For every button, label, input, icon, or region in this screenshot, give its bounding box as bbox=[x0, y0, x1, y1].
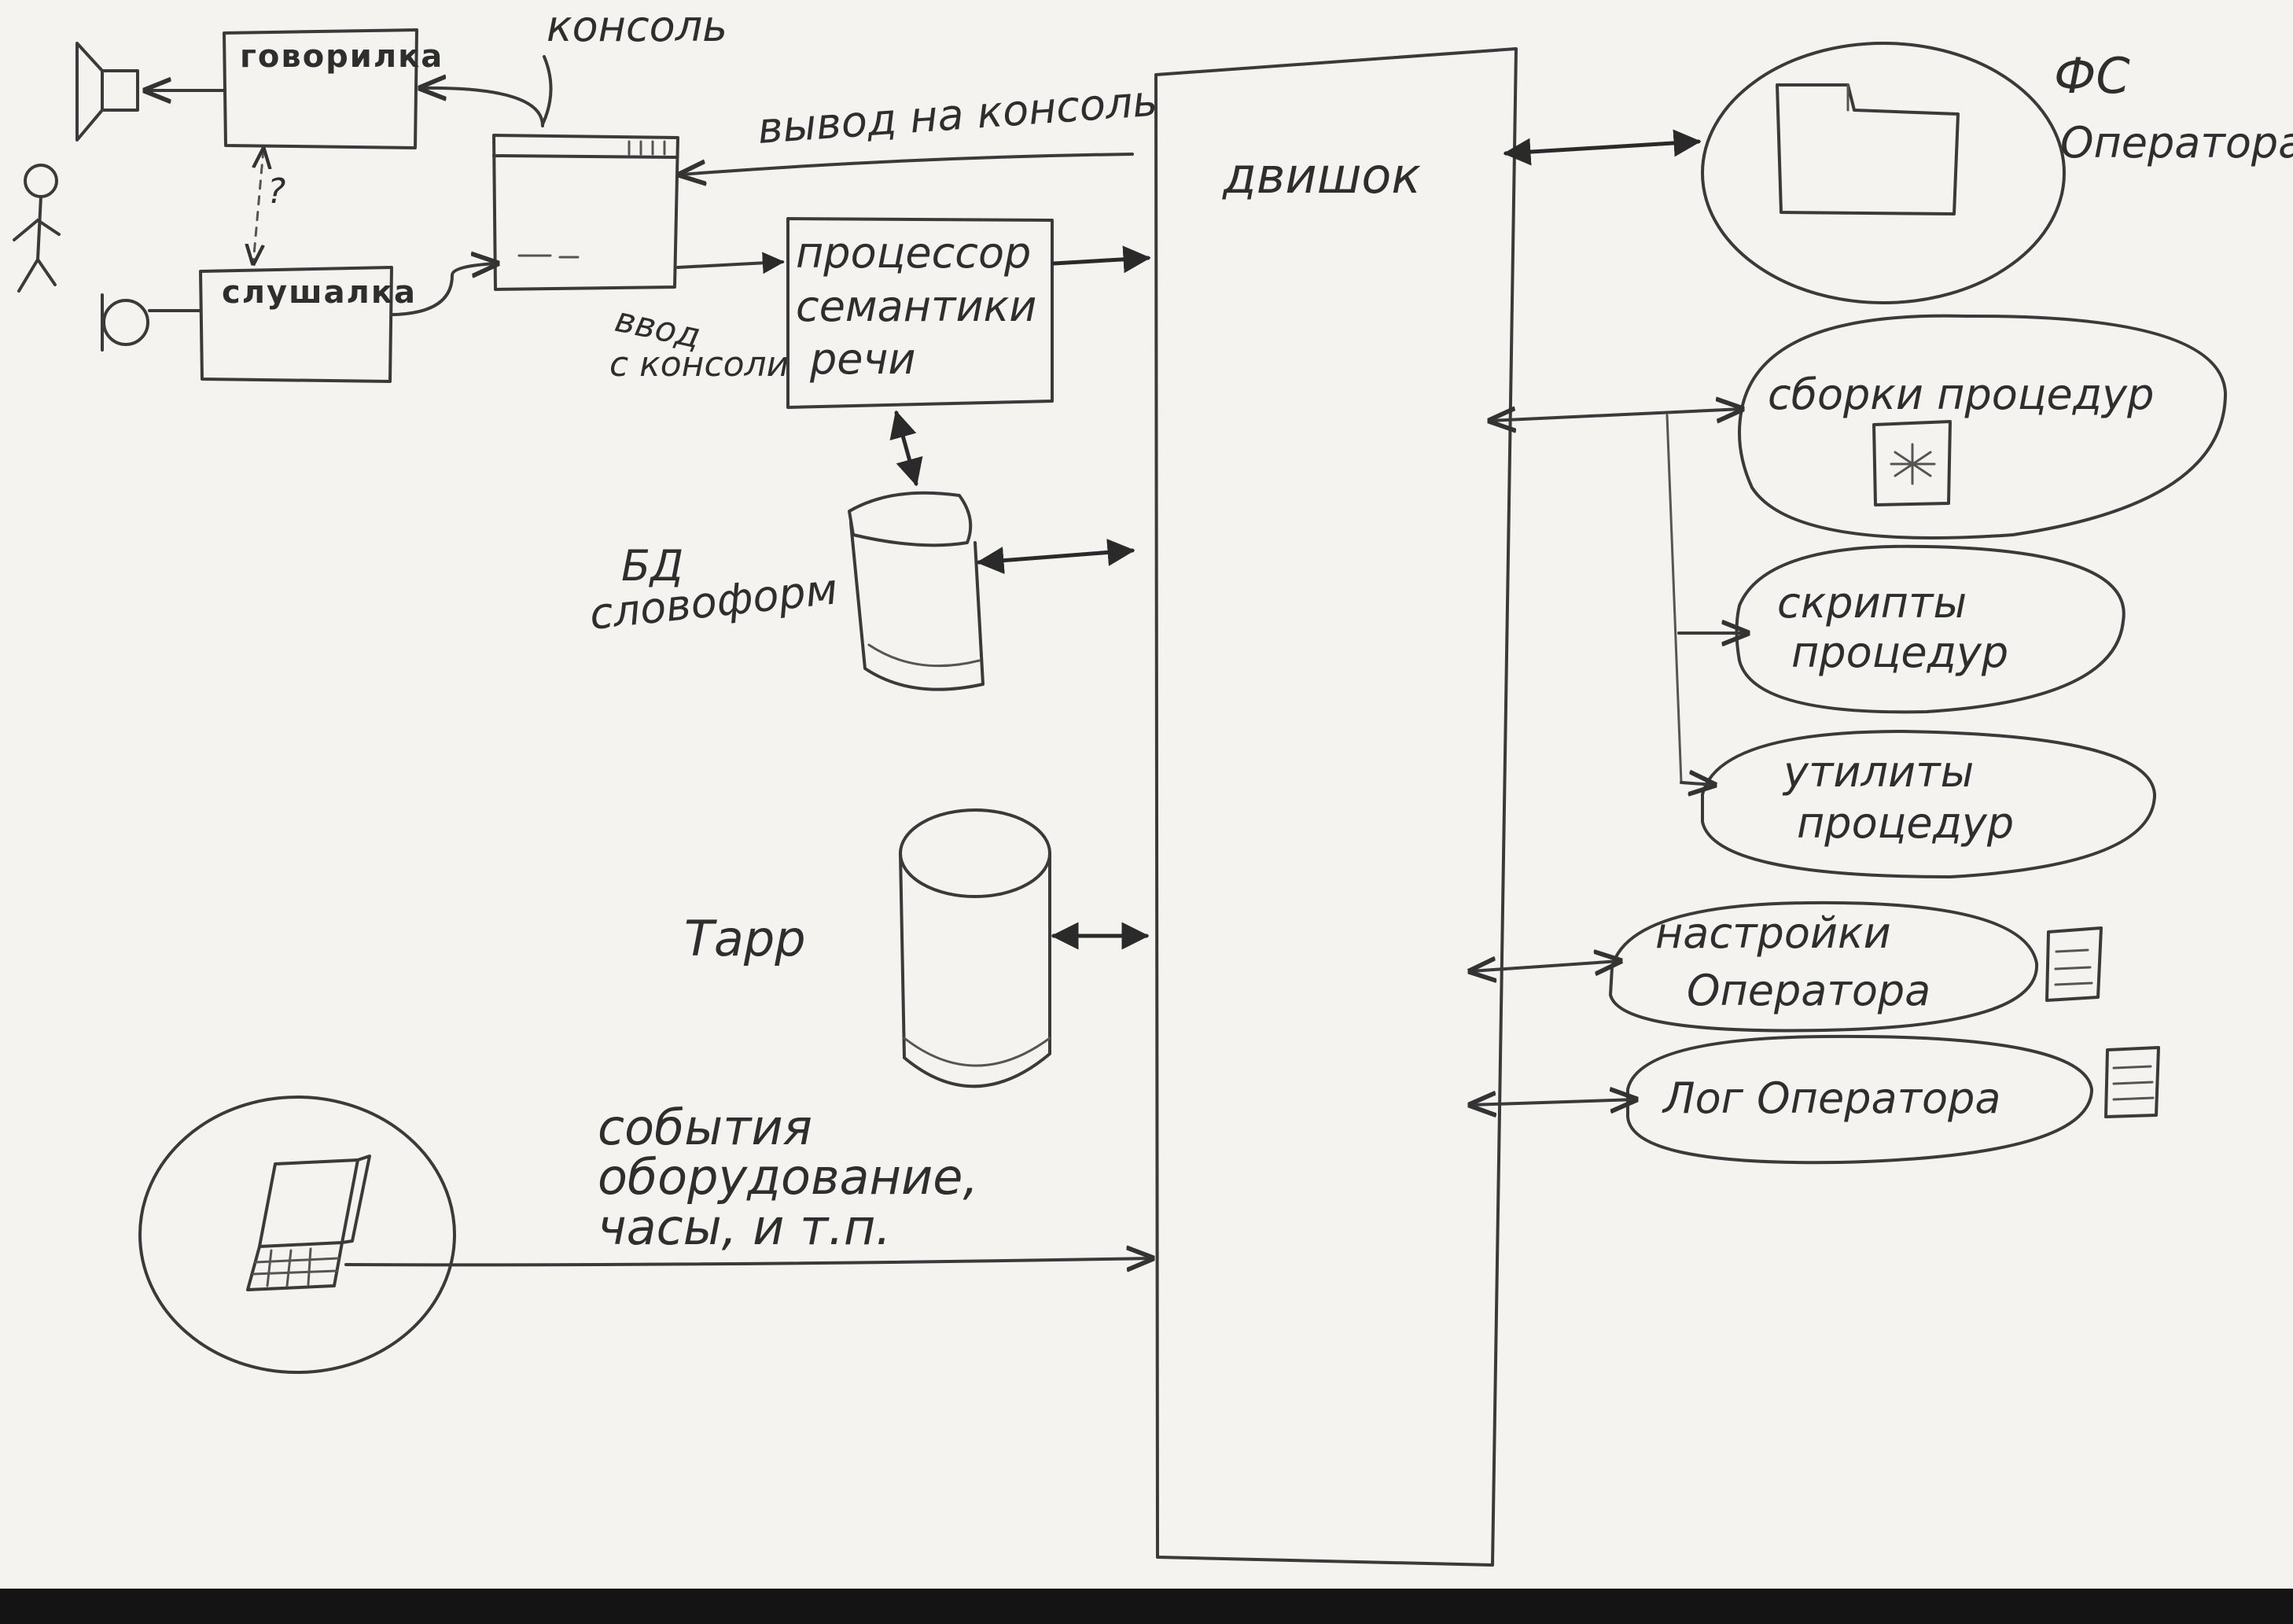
console-output-label: вывод на консоль bbox=[756, 76, 1160, 153]
procedure-utilities-label-2: процедур bbox=[1797, 798, 2014, 848]
operator-settings-ellipse: настройки Оператора bbox=[1610, 903, 2037, 1031]
processor-label-2: семантики bbox=[796, 282, 1036, 331]
arrow-db-engine bbox=[979, 551, 1132, 562]
console-label-pointer bbox=[543, 57, 551, 124]
microphone-icon bbox=[102, 295, 148, 350]
settings-document-icon bbox=[2047, 928, 2101, 1000]
arrow-console-to-processor bbox=[678, 262, 782, 267]
console-input-label-2: с консоли bbox=[609, 344, 789, 385]
procedure-assemblies-ellipse: сборки процедур bbox=[1739, 316, 2225, 538]
arrow-engine-fs bbox=[1506, 142, 1699, 153]
procedure-branch-line bbox=[1667, 415, 1681, 783]
speaker-label: говорилка bbox=[240, 39, 444, 75]
tapp-label: Тарр bbox=[684, 910, 806, 967]
question-mark: ? bbox=[267, 171, 285, 212]
arrow-engine-log bbox=[1470, 1099, 1636, 1105]
log-document-icon bbox=[2106, 1048, 2159, 1117]
operator-log-label: Лог Оператора bbox=[1662, 1073, 2000, 1123]
operator-log-ellipse: Лог Оператора bbox=[1628, 1037, 2092, 1162]
arrow-engine-settings bbox=[1470, 961, 1620, 971]
operator-fs-label-1: ФС bbox=[2054, 47, 2130, 105]
procedure-assemblies-label: сборки процедур bbox=[1768, 370, 2154, 419]
procedure-utilities-ellipse: утилиты процедур bbox=[1702, 731, 2155, 877]
loudspeaker-icon bbox=[77, 43, 138, 140]
operator-settings-label-1: настройки bbox=[1655, 908, 1891, 958]
processor-label-3: речи bbox=[809, 334, 916, 384]
semantics-processor-box: процессор семантики речи bbox=[788, 219, 1052, 407]
procedure-utilities-label-1: утилиты bbox=[1782, 747, 1974, 797]
operator-fs-ellipse bbox=[1702, 43, 2064, 303]
arrow-events-to-engine bbox=[346, 1258, 1152, 1265]
arrow-processor-to-engine bbox=[1054, 258, 1148, 263]
events-label-3: часы, и т.п. bbox=[598, 1199, 891, 1256]
dashed-link-speaker-listener bbox=[253, 149, 263, 263]
tapp-cylinder bbox=[900, 810, 1050, 1086]
listener-box: слушалка bbox=[201, 267, 417, 381]
operator-settings-label-2: Оператора bbox=[1687, 966, 1930, 1015]
speaker-box: говорилка bbox=[224, 30, 444, 148]
listener-label: слушалка bbox=[222, 274, 417, 311]
procedure-scripts-ellipse: скрипты процедур bbox=[1737, 547, 2124, 713]
arrow-console-to-speaker bbox=[421, 88, 543, 126]
scan-bottom-edge bbox=[0, 1589, 2293, 1624]
events-label-2: оборудование, bbox=[598, 1148, 978, 1206]
db-wordforms-cylinder bbox=[849, 493, 983, 690]
engine-label: двишок bbox=[1222, 147, 1421, 204]
hardware-terminal-icon bbox=[248, 1156, 370, 1290]
arrow-processor-db bbox=[896, 413, 916, 484]
folder-icon bbox=[1777, 85, 1958, 214]
operator-fs-label-2: Оператора bbox=[2060, 118, 2293, 168]
arrow-branch-to-utilities bbox=[1681, 783, 1714, 785]
console-label: консоль bbox=[547, 2, 727, 51]
console-window bbox=[494, 135, 678, 289]
events-hardware-circle bbox=[140, 1097, 455, 1372]
engine-block: двишок bbox=[1156, 49, 1516, 1565]
arrow-engine-to-console bbox=[680, 154, 1132, 175]
assembly-icon bbox=[1874, 422, 1950, 505]
arrow-engine-assemblies bbox=[1490, 409, 1742, 421]
processor-label-1: процессор bbox=[796, 228, 1031, 278]
procedure-scripts-label-1: скрипты bbox=[1777, 578, 1967, 628]
person-icon bbox=[14, 165, 59, 291]
procedure-scripts-label-2: процедур bbox=[1791, 628, 2008, 677]
